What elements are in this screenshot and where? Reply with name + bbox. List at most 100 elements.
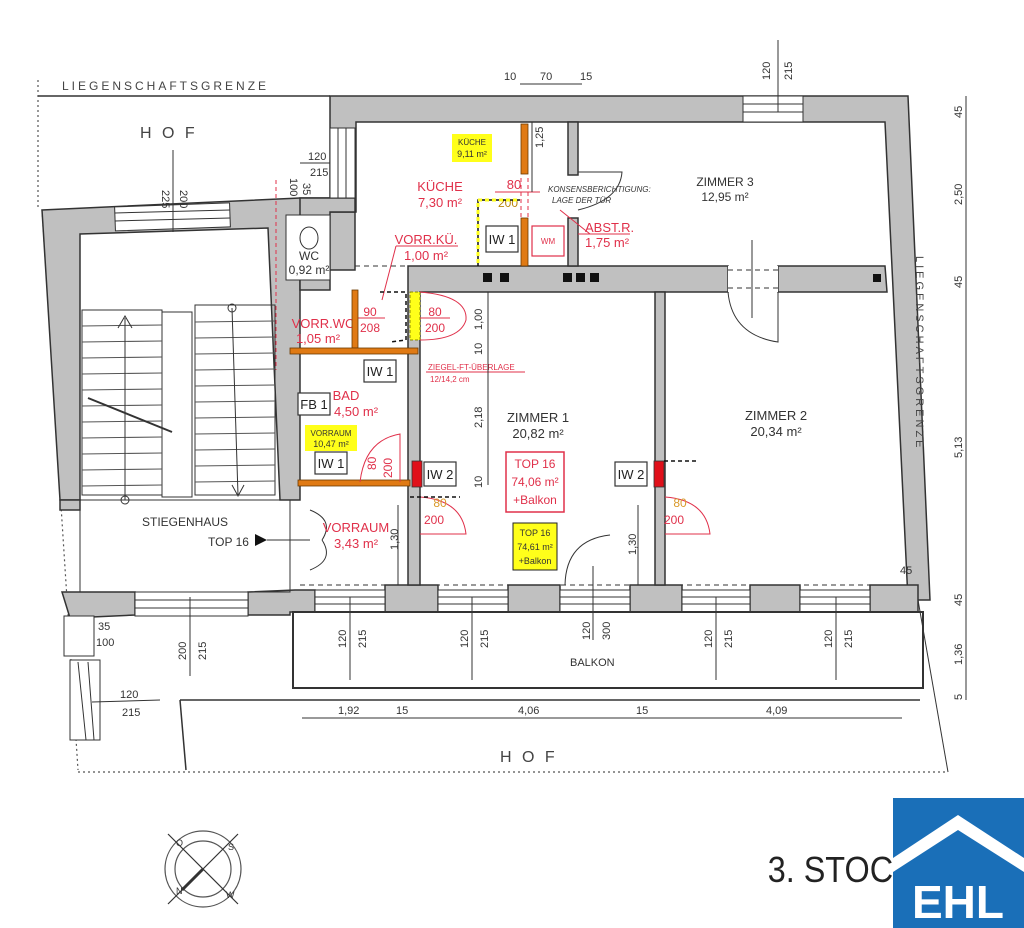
svg-text:12/14,2 cm: 12/14,2 cm bbox=[430, 375, 470, 384]
tag-fb1 bbox=[297, 392, 331, 416]
svg-text:15: 15 bbox=[636, 705, 648, 717]
svg-text:215: 215 bbox=[783, 62, 795, 80]
lintel-note: ZIEGEL-FT-ÜBERLAGE bbox=[428, 363, 515, 372]
svg-text:70: 70 bbox=[540, 71, 552, 83]
svg-text:100: 100 bbox=[287, 178, 299, 196]
svg-text:IW 2: IW 2 bbox=[427, 467, 454, 482]
svg-text:10: 10 bbox=[504, 71, 516, 83]
svg-text:200: 200 bbox=[664, 513, 684, 527]
svg-text:TOP 16: TOP 16 bbox=[515, 457, 556, 471]
svg-text:120: 120 bbox=[581, 622, 593, 640]
svg-text:80: 80 bbox=[365, 456, 379, 470]
room-vorr-wc-name: VORR.WC bbox=[292, 316, 355, 331]
room-zimmer1-area: 20,82 m² bbox=[512, 426, 564, 441]
svg-text:EHL: EHL bbox=[912, 876, 1004, 928]
svg-text:300: 300 bbox=[601, 622, 613, 640]
svg-text:1,30: 1,30 bbox=[627, 534, 639, 555]
svg-text:IW 2: IW 2 bbox=[618, 467, 645, 482]
svg-text:1,92: 1,92 bbox=[338, 705, 359, 717]
svg-text:215: 215 bbox=[197, 642, 209, 660]
ehl-logo: EHL bbox=[893, 798, 1024, 928]
room-vorr-kue-area: 1,00 m² bbox=[404, 248, 449, 263]
svg-text:215: 215 bbox=[843, 630, 855, 648]
room-wc-area: 0,92 m² bbox=[289, 263, 330, 277]
unit-total-box bbox=[505, 451, 565, 513]
svg-text:1,00: 1,00 bbox=[473, 309, 485, 330]
compass-icon: O S W N bbox=[164, 830, 242, 908]
svg-text:200: 200 bbox=[177, 190, 189, 208]
svg-text:45: 45 bbox=[953, 594, 965, 606]
door-note: KONSENSBERICHTIGUNG: bbox=[548, 185, 651, 194]
svg-text:LAGE DER TÜR: LAGE DER TÜR bbox=[552, 196, 611, 205]
svg-text:4,09: 4,09 bbox=[766, 705, 787, 717]
staircase bbox=[81, 303, 276, 505]
room-vorr-wc-area: 1,05 m² bbox=[296, 331, 341, 346]
tag-iw1-kitchen bbox=[485, 225, 519, 253]
svg-text:KÜCHE: KÜCHE bbox=[458, 138, 486, 147]
interior-wall-zimmer1-2 bbox=[654, 291, 666, 586]
svg-text:80: 80 bbox=[428, 305, 442, 319]
svg-text:120: 120 bbox=[703, 630, 715, 648]
svg-text:74,06 m²: 74,06 m² bbox=[511, 475, 558, 489]
svg-text:FB 1: FB 1 bbox=[300, 397, 327, 412]
svg-text:9,11 m²: 9,11 m² bbox=[457, 149, 487, 159]
vent-shafts bbox=[483, 273, 881, 282]
room-zimmer3-name: ZIMMER 3 bbox=[696, 175, 754, 189]
svg-text:5: 5 bbox=[953, 694, 965, 700]
property-line-label: LIEGENSCHAFTSGRENZE bbox=[62, 79, 269, 93]
svg-text:215: 215 bbox=[479, 630, 491, 648]
svg-text:120: 120 bbox=[459, 630, 471, 648]
svg-text:200: 200 bbox=[177, 642, 189, 660]
svg-text:45: 45 bbox=[953, 106, 965, 118]
svg-text:TOP 16: TOP 16 bbox=[520, 528, 551, 538]
room-zimmer2-area: 20,34 m² bbox=[750, 424, 802, 439]
svg-text:45: 45 bbox=[953, 276, 965, 288]
room-kueche-name: KÜCHE bbox=[417, 179, 463, 194]
courtyard-label-top: H O F bbox=[140, 125, 198, 142]
room-bad-name: BAD bbox=[333, 388, 360, 403]
tag-iw1-vorraum bbox=[314, 451, 348, 475]
kitchen-highlight bbox=[452, 134, 492, 162]
room-zimmer3-area: 12,95 m² bbox=[701, 190, 748, 204]
svg-text:O: O bbox=[176, 838, 183, 848]
room-abst-area: 1,75 m² bbox=[585, 235, 630, 250]
svg-text:215: 215 bbox=[723, 630, 735, 648]
stairwell-label: STIEGENHAUS bbox=[142, 515, 228, 529]
svg-text:1,25: 1,25 bbox=[534, 127, 546, 148]
svg-text:90: 90 bbox=[363, 305, 377, 319]
room-zimmer2-name: ZIMMER 2 bbox=[745, 408, 807, 423]
balcony bbox=[292, 611, 924, 689]
interior-wall-horizontal bbox=[407, 265, 729, 586]
dimension-lines: 10 70 15 120 215 200 225 120 215 100 35 … bbox=[91, 62, 967, 719]
svg-text:IW 1: IW 1 bbox=[489, 232, 516, 247]
svg-text:35: 35 bbox=[300, 183, 312, 195]
room-vorraum-name: VORRAUM bbox=[323, 520, 389, 535]
svg-text:4,06: 4,06 bbox=[518, 705, 539, 717]
balcony-label: BALKON bbox=[570, 657, 615, 669]
tag-iw1-bad bbox=[363, 359, 397, 383]
washing-machine bbox=[531, 225, 565, 257]
room-abst-name: ABST.R. bbox=[585, 220, 634, 235]
svg-text:215: 215 bbox=[310, 167, 328, 179]
svg-text:74,61 m²: 74,61 m² bbox=[517, 542, 553, 552]
svg-text:+Balkon: +Balkon bbox=[513, 493, 557, 507]
room-zimmer1-name: ZIMMER 1 bbox=[507, 410, 569, 425]
vorraum-highlight bbox=[305, 425, 357, 451]
svg-text:215: 215 bbox=[122, 707, 140, 719]
svg-text:100: 100 bbox=[96, 637, 114, 649]
svg-text:120: 120 bbox=[761, 62, 773, 80]
svg-text:80: 80 bbox=[673, 496, 687, 510]
svg-text:10: 10 bbox=[473, 476, 485, 488]
svg-text:10,47 m²: 10,47 m² bbox=[313, 439, 349, 449]
orange-wall-bad bbox=[289, 347, 419, 355]
room-vorraum-area: 3,43 m² bbox=[334, 536, 379, 551]
svg-text:35: 35 bbox=[98, 621, 110, 633]
svg-text:15: 15 bbox=[396, 705, 408, 717]
svg-text:S: S bbox=[228, 842, 234, 852]
room-kueche-area: 7,30 m² bbox=[418, 195, 463, 210]
svg-text:IW 1: IW 1 bbox=[318, 456, 345, 471]
south-windows bbox=[134, 584, 900, 617]
svg-text:120: 120 bbox=[308, 151, 326, 163]
svg-text:80: 80 bbox=[507, 177, 521, 192]
svg-text:120: 120 bbox=[120, 689, 138, 701]
